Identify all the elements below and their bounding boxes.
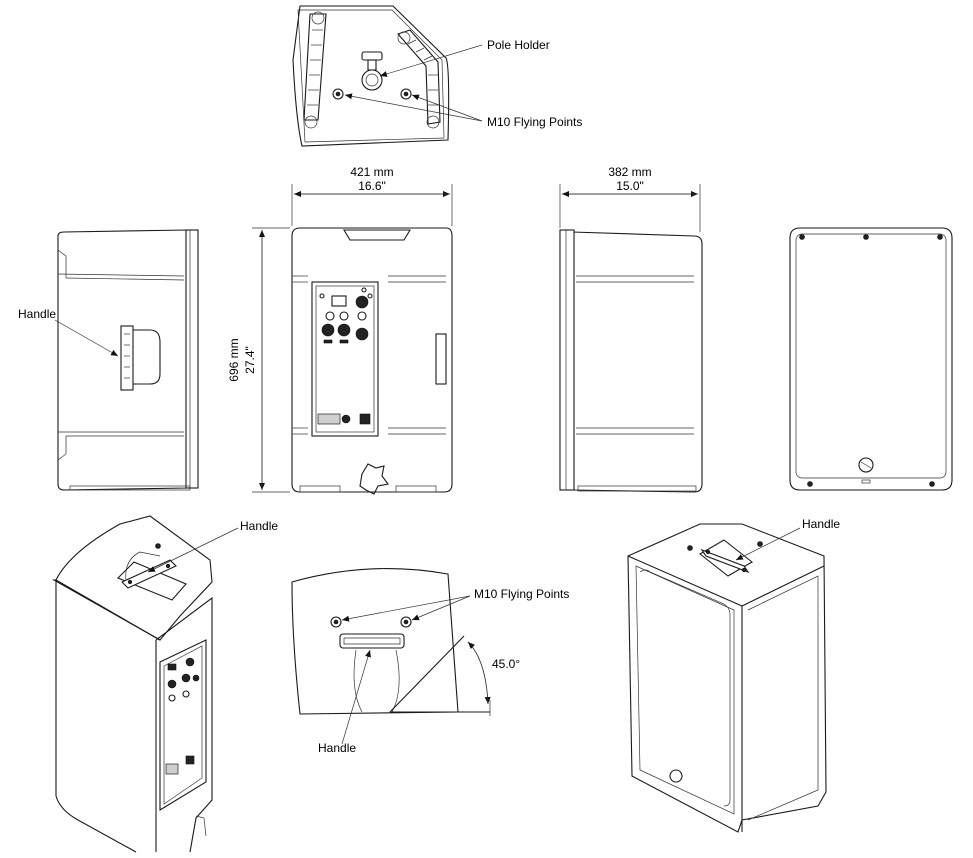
depth-mm-label: 382 mm (608, 165, 651, 179)
handle-side-label: Handle (18, 307, 56, 321)
flying-points-top-label: M10 Flying Points (487, 115, 582, 129)
top-detail-view (291, 568, 491, 745)
flying-points-detail-label: M10 Flying Points (474, 587, 569, 601)
handle-iso-right-label: Handle (802, 517, 840, 531)
height-in-label: 27.4" (243, 346, 257, 374)
height-mm-label: 696 mm (227, 338, 241, 381)
front-view (789, 227, 953, 491)
rear-view (252, 184, 453, 495)
iso-view-right (627, 523, 827, 833)
top-view (292, 5, 483, 147)
pole-holder-label: Pole Holder (487, 38, 550, 52)
width-in-label: 16.6" (358, 179, 386, 193)
handle-detail-label: Handle (318, 741, 356, 755)
width-mm-label: 421 mm (350, 165, 393, 179)
side-view-right (559, 184, 703, 493)
handle-iso-left-label: Handle (240, 519, 278, 533)
angle-label: 45.0° (492, 657, 520, 671)
iso-view-left (51, 515, 239, 853)
depth-in-label: 15.0" (616, 179, 644, 193)
side-view-left (54, 229, 199, 491)
